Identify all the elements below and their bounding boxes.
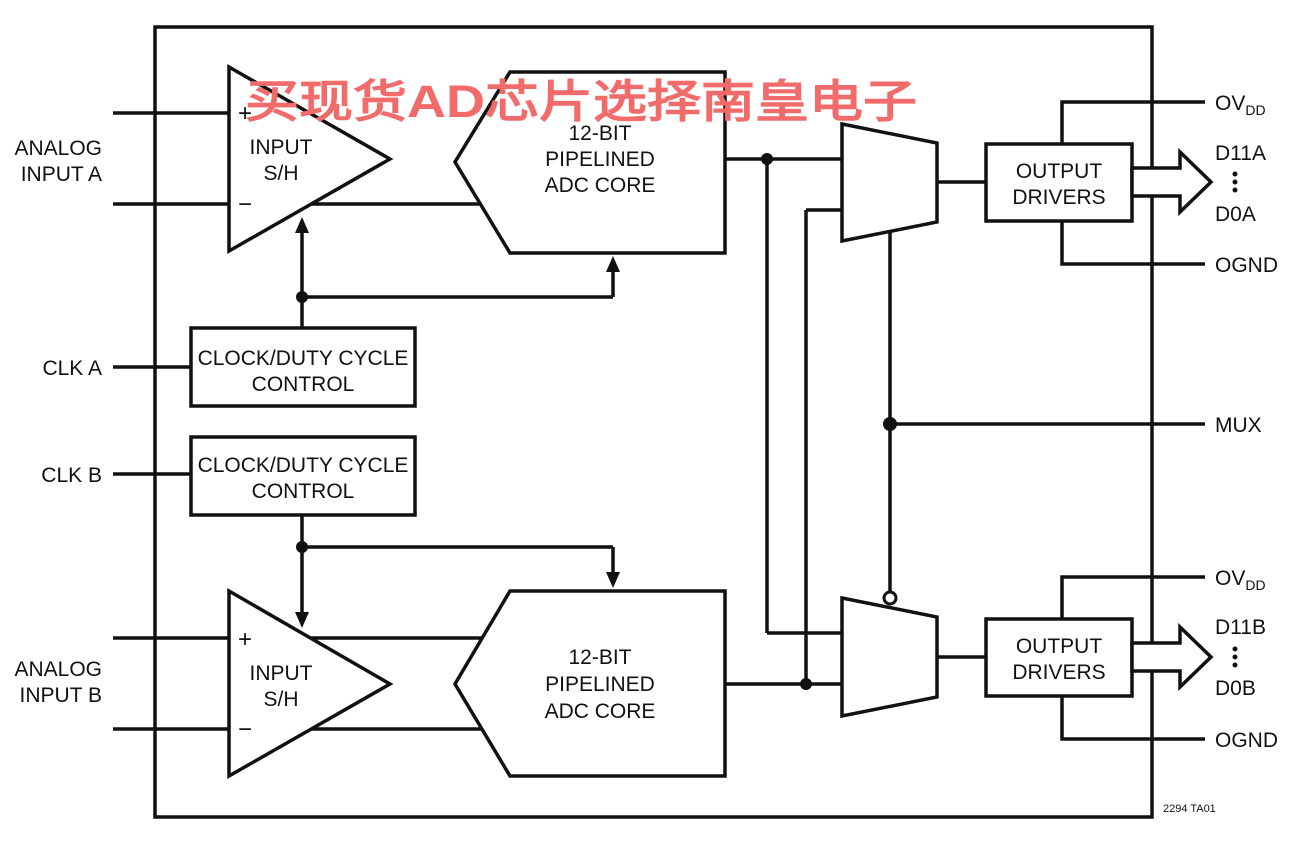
output-drivers-a-block [984,142,1134,223]
output-bus-a-arrow [1130,147,1214,217]
input-sh-b-label-2: S/H [263,688,298,711]
clock-control-b-label-1: CLOCK/DUTY CYCLE [198,454,409,477]
adc-core-b-block [452,589,727,778]
ovdd-b-main: OV [1215,567,1245,590]
analog-input-a-label-1: ANALOG [14,137,102,160]
d0a-label: D0A [1215,203,1256,226]
mux-b-block [840,595,939,719]
ovdd-a-sub: DD [1245,102,1265,118]
input-sh-a-label-2: S/H [263,162,298,185]
output-drivers-a-label-2: DRIVERS [1012,186,1105,209]
output-drivers-a-label-1: OUTPUT [1016,160,1103,183]
ovdd-b-sub: DD [1245,577,1265,593]
clock-control-a-label-1: CLOCK/DUTY CYCLE [198,347,409,370]
input-sh-b-label-1: INPUT [250,662,313,685]
input-sh-a-amplifier [227,63,394,255]
adc-core-a-block [452,70,727,255]
ovdd-b-wire [1060,575,1205,619]
plus-sign-b: + [238,626,252,653]
d-b-bus-dot-3 [1232,662,1238,668]
d11a-label: D11A [1215,142,1266,165]
clock-control-a-block [189,326,417,408]
clk-b-junction-dot [296,541,308,553]
analog-input-b-label-2: INPUT B [20,684,102,707]
clk-a-to-sh-arrow [295,217,309,233]
clk-b-to-adc-arrow [606,572,620,588]
adc-core-b-label-1: 12-BIT [568,646,631,669]
d-a-bus-dot-3 [1232,187,1238,193]
watermark-text: 买现货AD芯片选择南皇电子 [245,76,917,127]
input-sh-b-amplifier [227,587,394,780]
ognd-b-wire [1060,696,1205,741]
minus-sign-a: − [238,191,252,218]
ognd-a-label: OGND [1215,254,1278,277]
clock-control-b-label-2: CONTROL [252,480,355,503]
figure-id-label: 2294 TA01 [1163,803,1216,815]
ovdd-a-label: OVDD [1215,92,1266,118]
adc-core-a-label-1: 12-BIT [568,122,631,145]
ovdd-a-main: OV [1215,92,1245,115]
mux-b-inverter-bubble [882,590,898,606]
output-drivers-b-block [984,617,1134,698]
analog-input-a-label-2: INPUT A [21,163,102,186]
adc-core-b-label-3: ADC CORE [545,700,656,723]
clk-b-label: CLK B [41,464,102,487]
mux-a-block [840,121,939,244]
output-drivers-b-label-1: OUTPUT [1016,635,1103,658]
clock-control-a-label-2: CONTROL [252,373,355,396]
output-bus-b-arrow [1130,622,1214,692]
minus-sign-b: − [238,716,252,743]
clock-control-b-block [189,435,417,517]
ovdd-b-label: OVDD [1215,567,1266,593]
ovdd-a-wire [1060,100,1205,144]
analog-input-b-label-1: ANALOG [14,658,102,681]
d-a-bus-dot-2 [1232,179,1238,185]
output-drivers-b-label-2: DRIVERS [1012,661,1105,684]
adc-core-b-label-2: PIPELINED [545,673,655,696]
ognd-a-wire [1060,221,1205,266]
adc-core-a-label-3: ADC CORE [545,174,656,197]
d0b-label: D0B [1215,677,1256,700]
plus-sign-a: + [238,100,252,127]
chip-outline [153,25,1154,819]
clk-b-to-sh-arrow [295,612,309,628]
adc-a-junction-dot [761,153,773,165]
mux-junction-dot [883,417,897,431]
clk-a-junction-dot [296,291,308,303]
adc-core-a-label-2: PIPELINED [545,148,655,171]
input-sh-a-label-1: INPUT [250,136,313,159]
ognd-b-label: OGND [1215,729,1278,752]
d11b-label: D11B [1215,616,1266,639]
mux-label: MUX [1215,414,1262,437]
clk-a-label: CLK A [42,357,102,380]
adc-b-junction-dot [800,678,812,690]
d-b-bus-dot-2 [1232,654,1238,660]
d-b-bus-dot-1 [1232,646,1238,652]
d-a-bus-dot-1 [1232,171,1238,177]
clk-a-to-adc-arrow [606,256,620,272]
